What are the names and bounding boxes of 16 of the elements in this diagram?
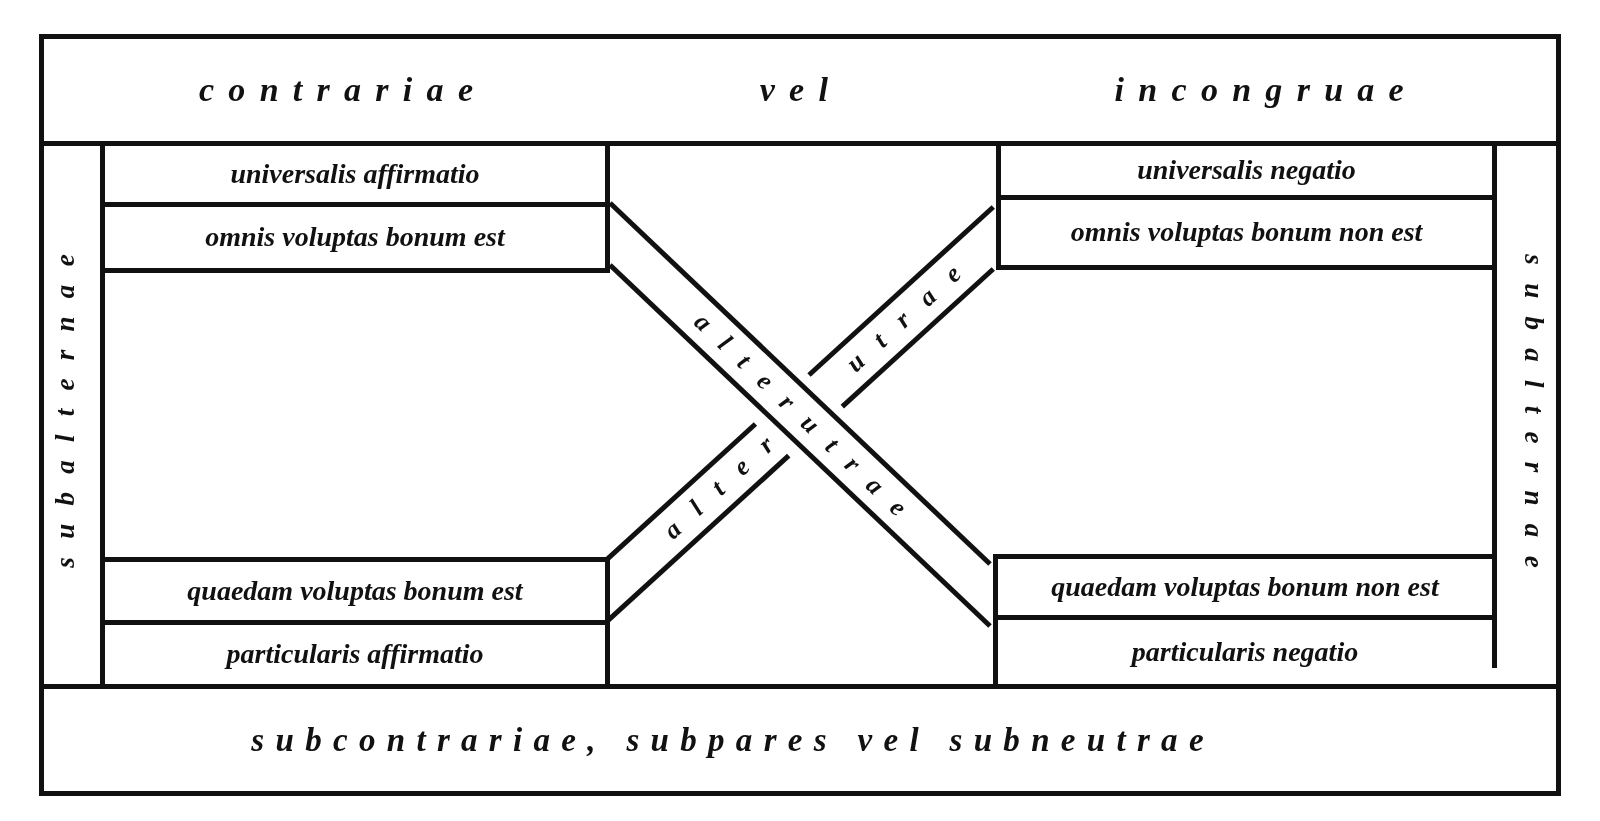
proposition-box <box>996 146 1492 270</box>
proposition-text: particularis negatio <box>1131 636 1359 668</box>
proposition-text: universalis negatio <box>1137 155 1356 186</box>
proposition-text: particularis affirmatio <box>226 639 484 670</box>
band-label: subalternae <box>1518 253 1548 586</box>
proposition-text: universalis affirmatio <box>230 158 480 190</box>
proposition-box <box>993 554 1492 684</box>
proposition-box <box>105 557 610 684</box>
band-label: contrariae vel incongruae <box>199 71 1418 109</box>
proposition-text: quaedam voluptas bonum non est <box>1051 571 1439 603</box>
proposition-text: omnis voluptas bonum non est <box>1070 217 1423 248</box>
band-label: subcontrariae, subpares vel subneutrae <box>250 721 1215 759</box>
band-label: subalternae <box>51 236 81 570</box>
proposition-text: omnis voluptas bonum est <box>205 222 505 253</box>
proposition-box <box>105 146 610 273</box>
proposition-text: quaedam voluptas bonum est <box>187 575 523 607</box>
